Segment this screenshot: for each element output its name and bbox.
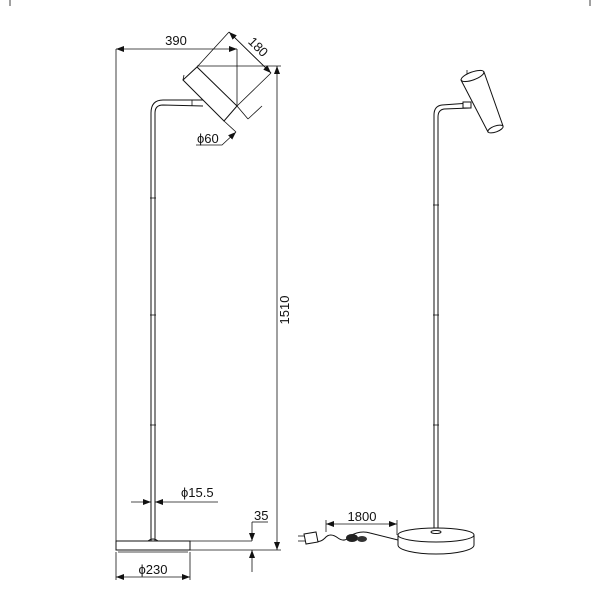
dimension-label-180: 180	[245, 34, 271, 60]
dimension-1800: 1800	[325, 509, 398, 535]
dimension-1510: 1510	[190, 65, 292, 551]
lamp-perspective-view: 1800	[298, 69, 504, 555]
lamp-base	[115, 538, 191, 553]
lamp-shade	[182, 66, 238, 122]
dimension-label-phi15-5: ϕ15.5	[181, 485, 214, 500]
corner-marks	[9, 0, 591, 6]
dimension-35: 35	[190, 508, 268, 572]
dimension-label-phi230: ϕ230	[139, 562, 168, 577]
lamp-side-view-dimensioned: 390 180 ϕ60 1510 ϕ15.5	[115, 31, 292, 580]
dimension-phi15-5: ϕ15.5	[131, 485, 218, 505]
lamp-pole-perspective	[433, 101, 472, 532]
dimension-label-35: 35	[254, 508, 268, 523]
dimension-label-1510: 1510	[277, 296, 292, 325]
dimension-label-1800: 1800	[348, 509, 377, 524]
dimension-label-390: 390	[165, 33, 187, 48]
lamp-pole	[150, 99, 204, 545]
dimension-phi60: ϕ60	[196, 72, 272, 146]
dimension-390: 390	[115, 33, 238, 545]
dimension-phi230: ϕ230	[115, 552, 191, 580]
dimension-label-phi60: ϕ60	[197, 131, 219, 146]
lamp-shade-perspective	[460, 69, 504, 134]
power-cord-with-plug	[298, 531, 399, 545]
lamp-base-perspective	[397, 527, 475, 555]
